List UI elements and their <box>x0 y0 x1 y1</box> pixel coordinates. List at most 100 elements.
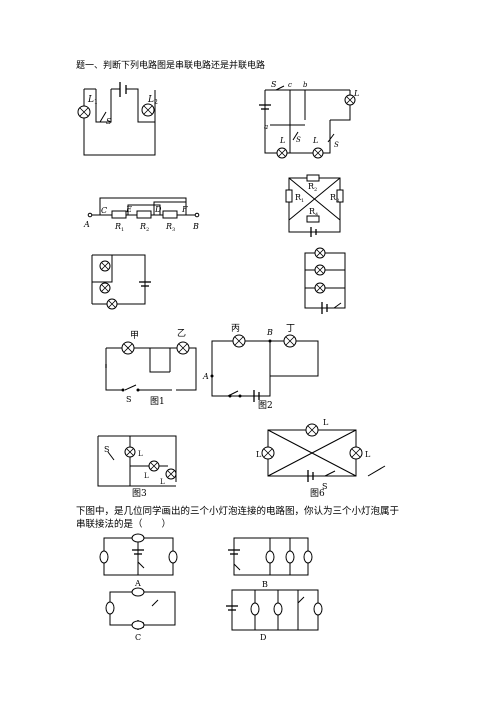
lamp-icon <box>165 468 177 480</box>
lamp-icon <box>276 147 288 159</box>
circuit-5 <box>91 254 151 310</box>
circuit-4: R 2 R 1 R 3 R 4 <box>285 174 344 237</box>
lamp-icon <box>344 94 356 106</box>
lamp-icon <box>232 334 246 348</box>
label-sub2: 2 <box>154 99 158 106</box>
option-d-diagram: D <box>226 589 323 642</box>
lamp-icon <box>265 550 275 564</box>
lamp-icon <box>168 550 178 564</box>
label-R4: R <box>309 207 316 216</box>
label-sub1: 1 <box>94 99 98 106</box>
label-b: b <box>303 81 308 89</box>
label-R3: R <box>165 222 172 231</box>
label-fig3: 图3 <box>132 488 147 499</box>
label-R3: R <box>330 193 337 202</box>
label-L2: L <box>147 95 154 105</box>
lamp-icon <box>131 620 145 630</box>
label-S: S <box>104 445 109 454</box>
label-fig1: 图1 <box>150 396 165 407</box>
lamp-icon <box>106 298 118 310</box>
lamp-icon <box>124 446 136 458</box>
option-c-label: C <box>135 633 141 642</box>
label-L1: L <box>138 450 143 458</box>
label-R1: R <box>114 222 121 231</box>
worksheet-heading: 题一、判断下列电路图是串联电路还是并联电路 <box>76 61 266 71</box>
lamp-icon <box>99 260 111 272</box>
label-jia: 甲 <box>130 330 139 341</box>
label-Lb: L <box>256 450 262 459</box>
label-L1: L <box>279 136 285 145</box>
label-fig2: 图2 <box>258 400 273 411</box>
label-a: a <box>264 123 268 131</box>
lamp-icon <box>312 147 324 159</box>
lamp-icon <box>141 103 155 117</box>
figure-6: L L L S 图6 <box>256 418 386 499</box>
lamp-icon <box>261 446 275 460</box>
label-S: S <box>322 482 327 491</box>
label-C: C <box>101 206 107 215</box>
figure-1: 甲 乙 S 图1 <box>105 328 197 407</box>
label-B: B <box>266 328 273 337</box>
lamp-icon <box>273 602 283 616</box>
option-d-label: D <box>260 633 266 642</box>
label-R1: R <box>295 193 302 202</box>
label-L1: L <box>87 95 94 105</box>
label-r4: 4 <box>315 212 318 218</box>
lamp-icon <box>314 282 326 294</box>
label-S1: S <box>296 136 301 144</box>
lamp-icon <box>148 460 160 472</box>
label-r2: 2 <box>314 187 317 193</box>
label-L1: L <box>353 89 359 98</box>
label-L2: L <box>144 472 149 480</box>
label-yi: 乙 <box>177 328 186 339</box>
lamp-icon <box>176 341 190 355</box>
circuit-3: A C E D F B R 1 R 2 R 3 <box>83 197 200 233</box>
label-D: D <box>154 205 162 214</box>
lamp-icon <box>131 533 145 543</box>
label-r1: 1 <box>121 227 124 233</box>
lamp-icon <box>349 446 363 460</box>
label-L2: L <box>312 136 318 145</box>
lamp-icon <box>314 264 326 276</box>
label-bing: 丙 <box>231 323 240 334</box>
label-c: c <box>288 81 292 89</box>
label-Lc: L <box>365 450 371 459</box>
label-r1: 1 <box>301 198 304 204</box>
lamp-icon <box>121 341 135 355</box>
option-b-label: B <box>262 580 268 589</box>
lamp-icon <box>77 105 91 119</box>
circuit-6 <box>304 247 346 314</box>
lamp-icon <box>283 334 297 348</box>
label-r3: 3 <box>336 198 339 204</box>
figure-2: 丙 丁 B A 图2 <box>202 323 319 411</box>
option-a-diagram: A <box>99 533 178 588</box>
question-text: 下图中，是几位同学画出的三个小灯泡连接的电路图，你认为三个小灯泡属于串联接法的是… <box>76 506 400 530</box>
label-fig6: 图6 <box>310 488 325 499</box>
lamp-icon <box>99 282 111 294</box>
label-F: F <box>181 205 188 214</box>
option-c-diagram: C <box>105 587 176 642</box>
lamp-icon <box>250 602 260 616</box>
label-S2: S <box>334 141 339 149</box>
lamp-icon <box>314 247 326 259</box>
label-E: E <box>125 205 132 214</box>
label-L3: L <box>160 478 165 486</box>
lamp-icon <box>303 550 313 564</box>
circuit-1: L 1 L 2 S <box>77 82 158 156</box>
label-B: B <box>192 222 199 231</box>
circuit-2: S c b a L L L S S <box>259 80 359 159</box>
option-b-diagram: B <box>228 537 313 589</box>
label-La: L <box>323 418 329 427</box>
lamp-icon <box>285 550 295 564</box>
label-S: S <box>106 117 112 126</box>
label-r3: 3 <box>172 227 175 233</box>
label-R2: R <box>139 222 146 231</box>
lamp-icon <box>131 587 145 597</box>
label-R2: R <box>308 182 315 191</box>
label-r2: 2 <box>146 227 149 233</box>
lamp-icon <box>305 423 319 437</box>
label-S: S <box>126 395 131 404</box>
lamp-icon <box>313 602 323 616</box>
label-A: A <box>83 220 90 229</box>
